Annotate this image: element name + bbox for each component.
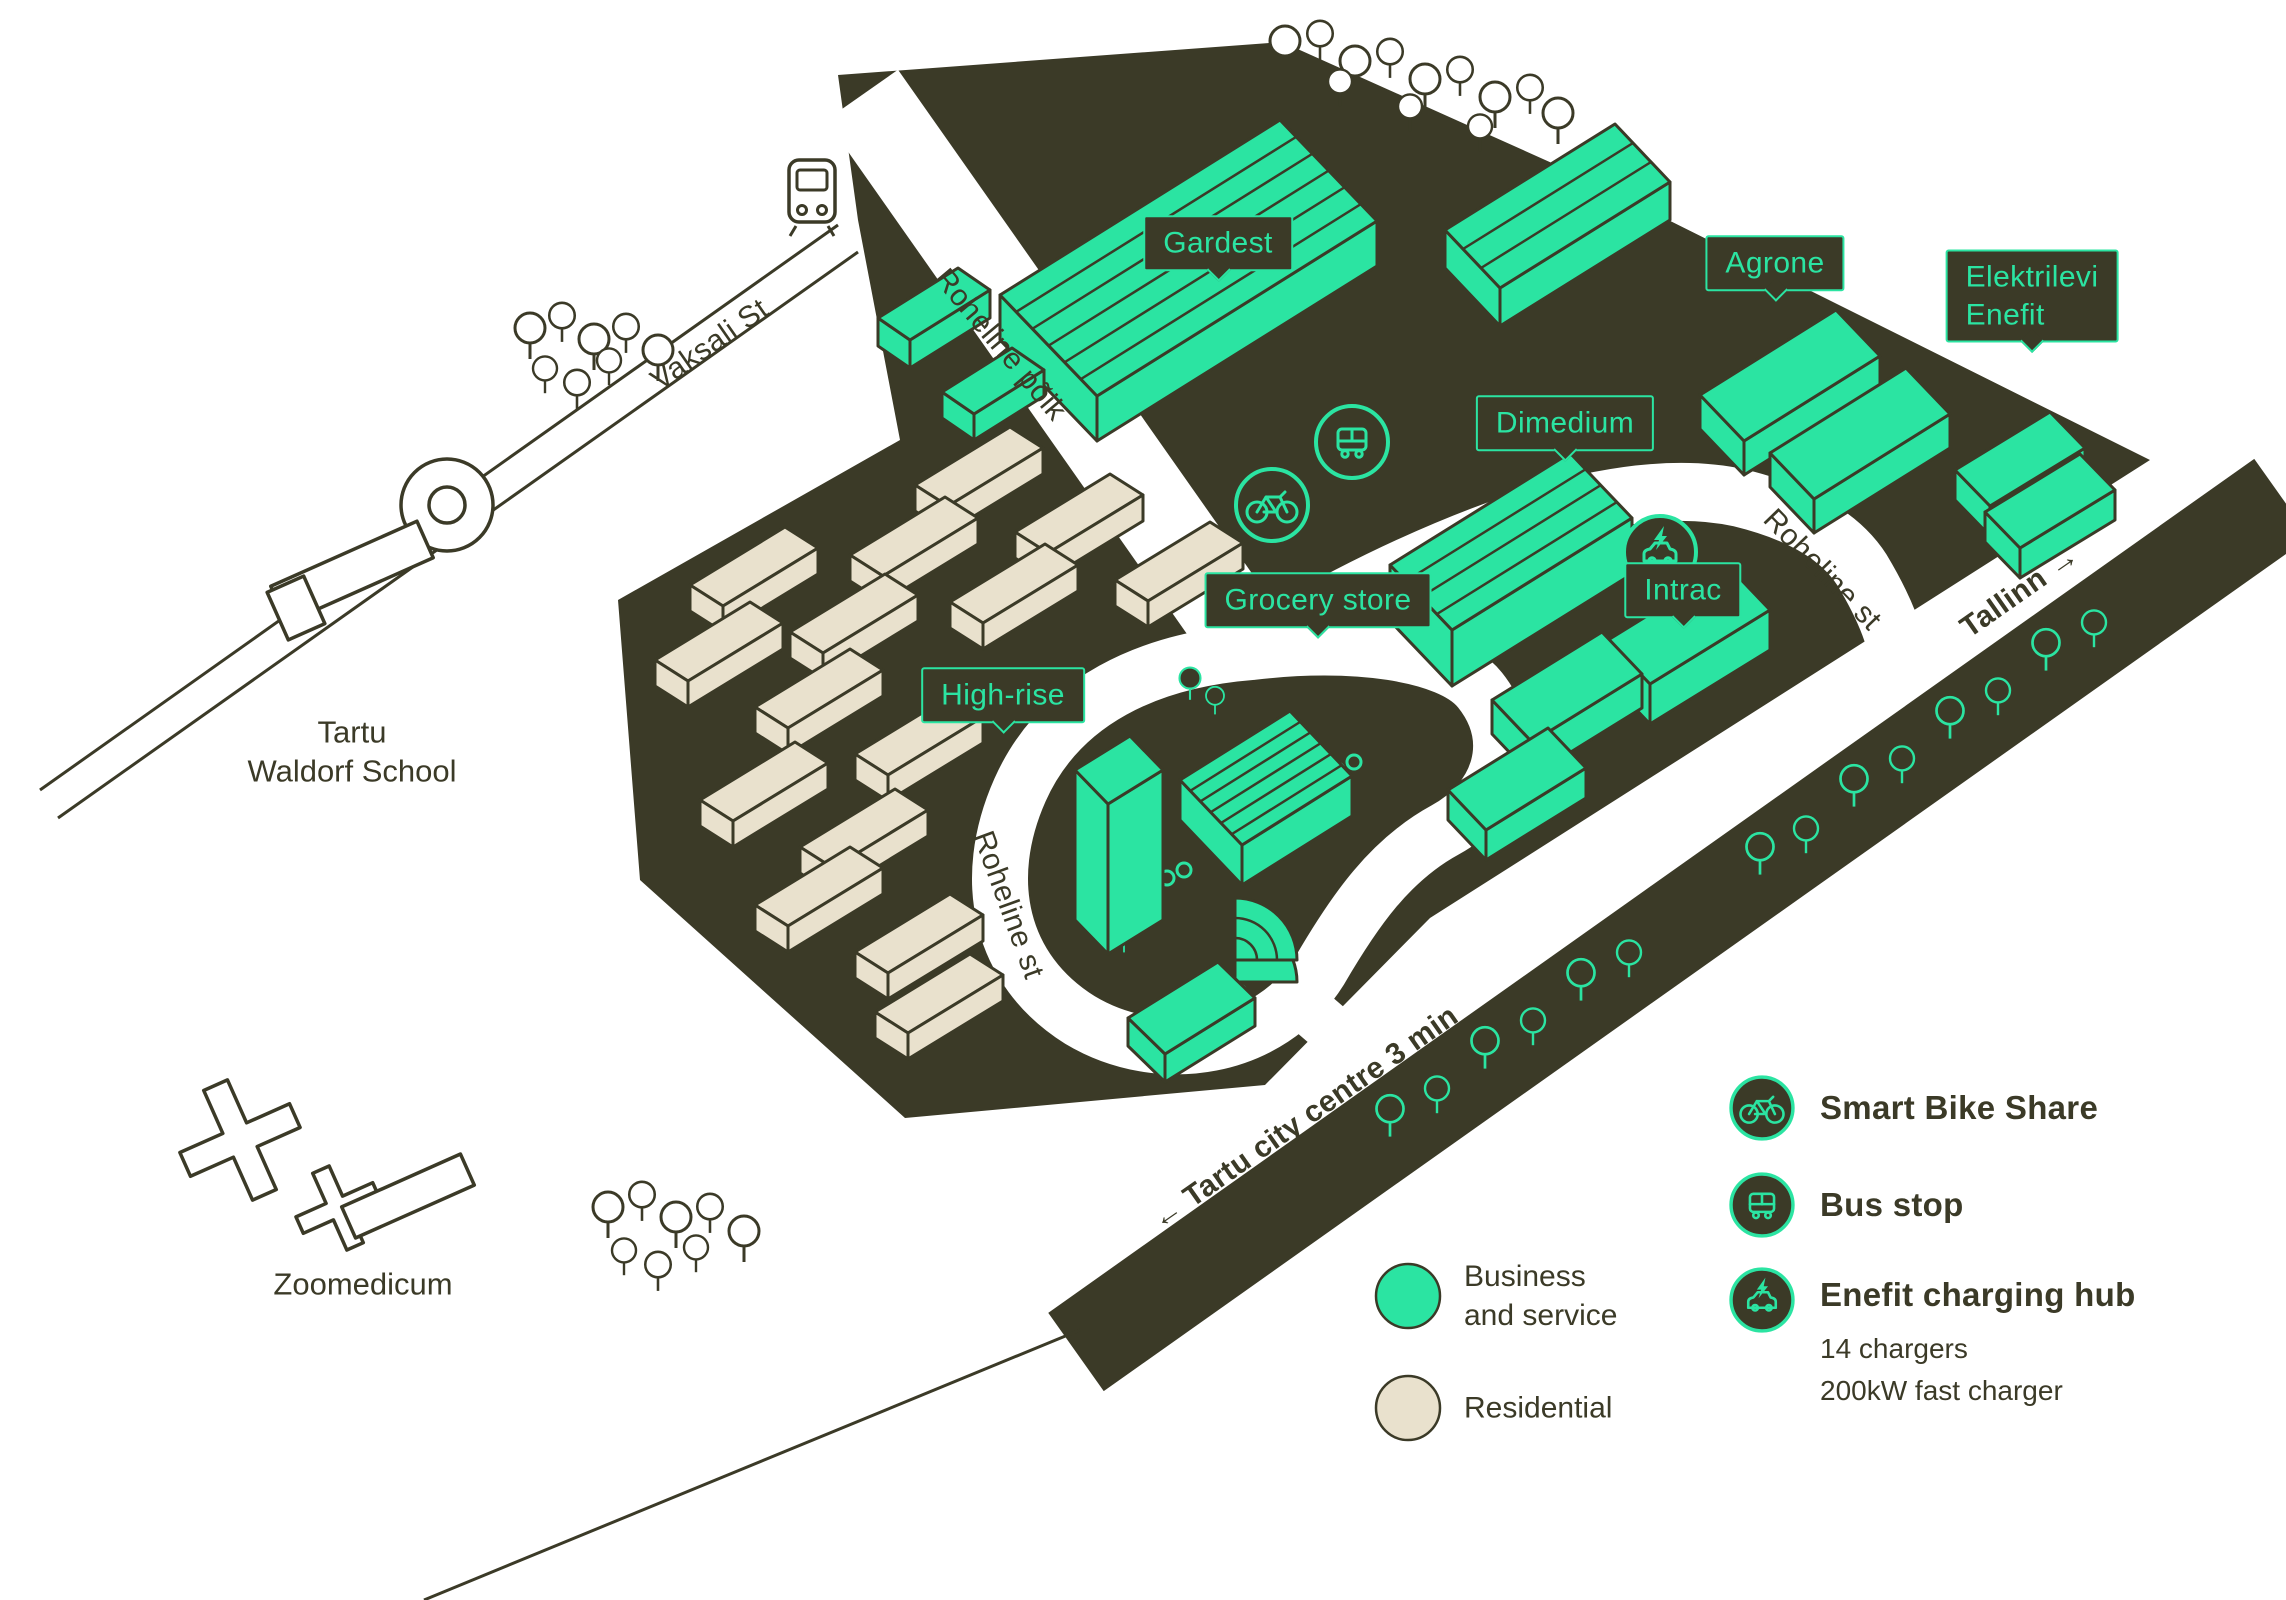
zoomedicum-building — [178, 1078, 477, 1252]
road-spur — [1278, 979, 1377, 1073]
building-highrise — [1073, 734, 1165, 956]
legend-graphics — [1374, 1075, 1795, 1442]
legend-bus-icon — [1729, 1172, 1795, 1238]
building-agrone — [1698, 308, 1952, 535]
train-station-icon — [787, 158, 837, 237]
bike-share-icon — [1234, 467, 1310, 543]
waldorf-school-building — [265, 457, 495, 642]
trees-west-wedge — [513, 301, 675, 411]
legend-residential-swatch — [1374, 1374, 1442, 1442]
building-elektrilevi — [1953, 410, 2117, 580]
legend-business-swatch — [1374, 1262, 1442, 1330]
main-road — [423, 458, 2286, 1600]
building-east-slabs — [1446, 630, 1644, 862]
legend-bike-icon — [1729, 1075, 1795, 1141]
building-south-slab — [1126, 960, 1257, 1084]
legend-charging-icon — [1729, 1267, 1795, 1333]
road-roheline-st-loop — [972, 619, 1529, 1075]
building-grocery — [1178, 709, 1354, 887]
trees-zoomedicum — [591, 1180, 761, 1293]
ev-charging-icon — [1622, 514, 1698, 590]
building-wedge — [1233, 896, 1299, 984]
bus-stop-icon — [1314, 404, 1390, 480]
building-ne-slab — [1443, 122, 1672, 328]
